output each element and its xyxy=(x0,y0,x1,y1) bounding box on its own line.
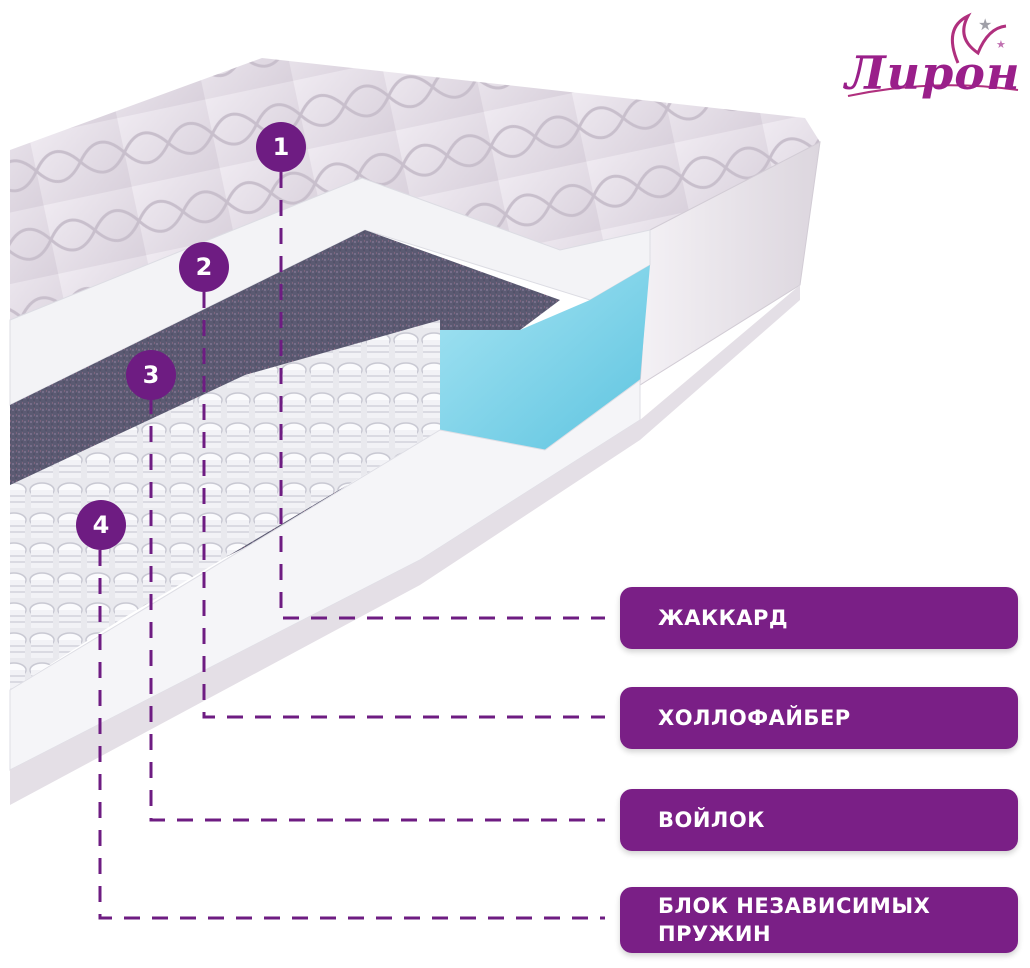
layer-label-1: ЖАККАРД xyxy=(620,587,1018,649)
brand-logo: ★ ★ xyxy=(847,12,1019,97)
layer-badge-1: 1 xyxy=(256,122,306,172)
leader-line-4 xyxy=(98,550,605,920)
leader-line-1 xyxy=(279,172,605,620)
bottom-cover xyxy=(10,285,800,805)
layer-label-4-line1: БЛОК НЕЗАВИСИМЫХ xyxy=(658,894,931,918)
layer-badge-2: 2 xyxy=(179,242,229,292)
spring-block xyxy=(10,320,440,690)
layer-label-4: БЛОК НЕЗАВИСИМЫХ ПРУЖИН xyxy=(620,887,1018,953)
layer-label-4-line2: ПРУЖИН xyxy=(658,922,772,946)
layer-label-1-text: ЖАККАРД xyxy=(658,606,789,630)
layer-label-2: ХОЛЛОФАЙБЕР xyxy=(620,687,1018,749)
leader-line-2 xyxy=(202,292,605,719)
layer-badge-4: 4 xyxy=(76,500,126,550)
star-icon: ★ xyxy=(978,15,992,34)
layer-label-2-text: ХОЛЛОФАЙБЕР xyxy=(658,706,851,730)
blue-foam-edge xyxy=(440,265,650,450)
layer-label-3-text: ВОЙЛОК xyxy=(658,808,765,832)
small-star-icon: ★ xyxy=(996,38,1006,51)
brand-swirl-icon xyxy=(950,12,1007,64)
layer-label-3: ВОЙЛОК xyxy=(620,789,1018,851)
layer-badge-3: 3 xyxy=(126,350,176,400)
mattress-top-cover xyxy=(10,58,820,320)
leader-lines xyxy=(98,172,605,920)
brand-logo-text: Лирон xyxy=(845,46,1021,100)
leader-line-3 xyxy=(149,398,605,822)
